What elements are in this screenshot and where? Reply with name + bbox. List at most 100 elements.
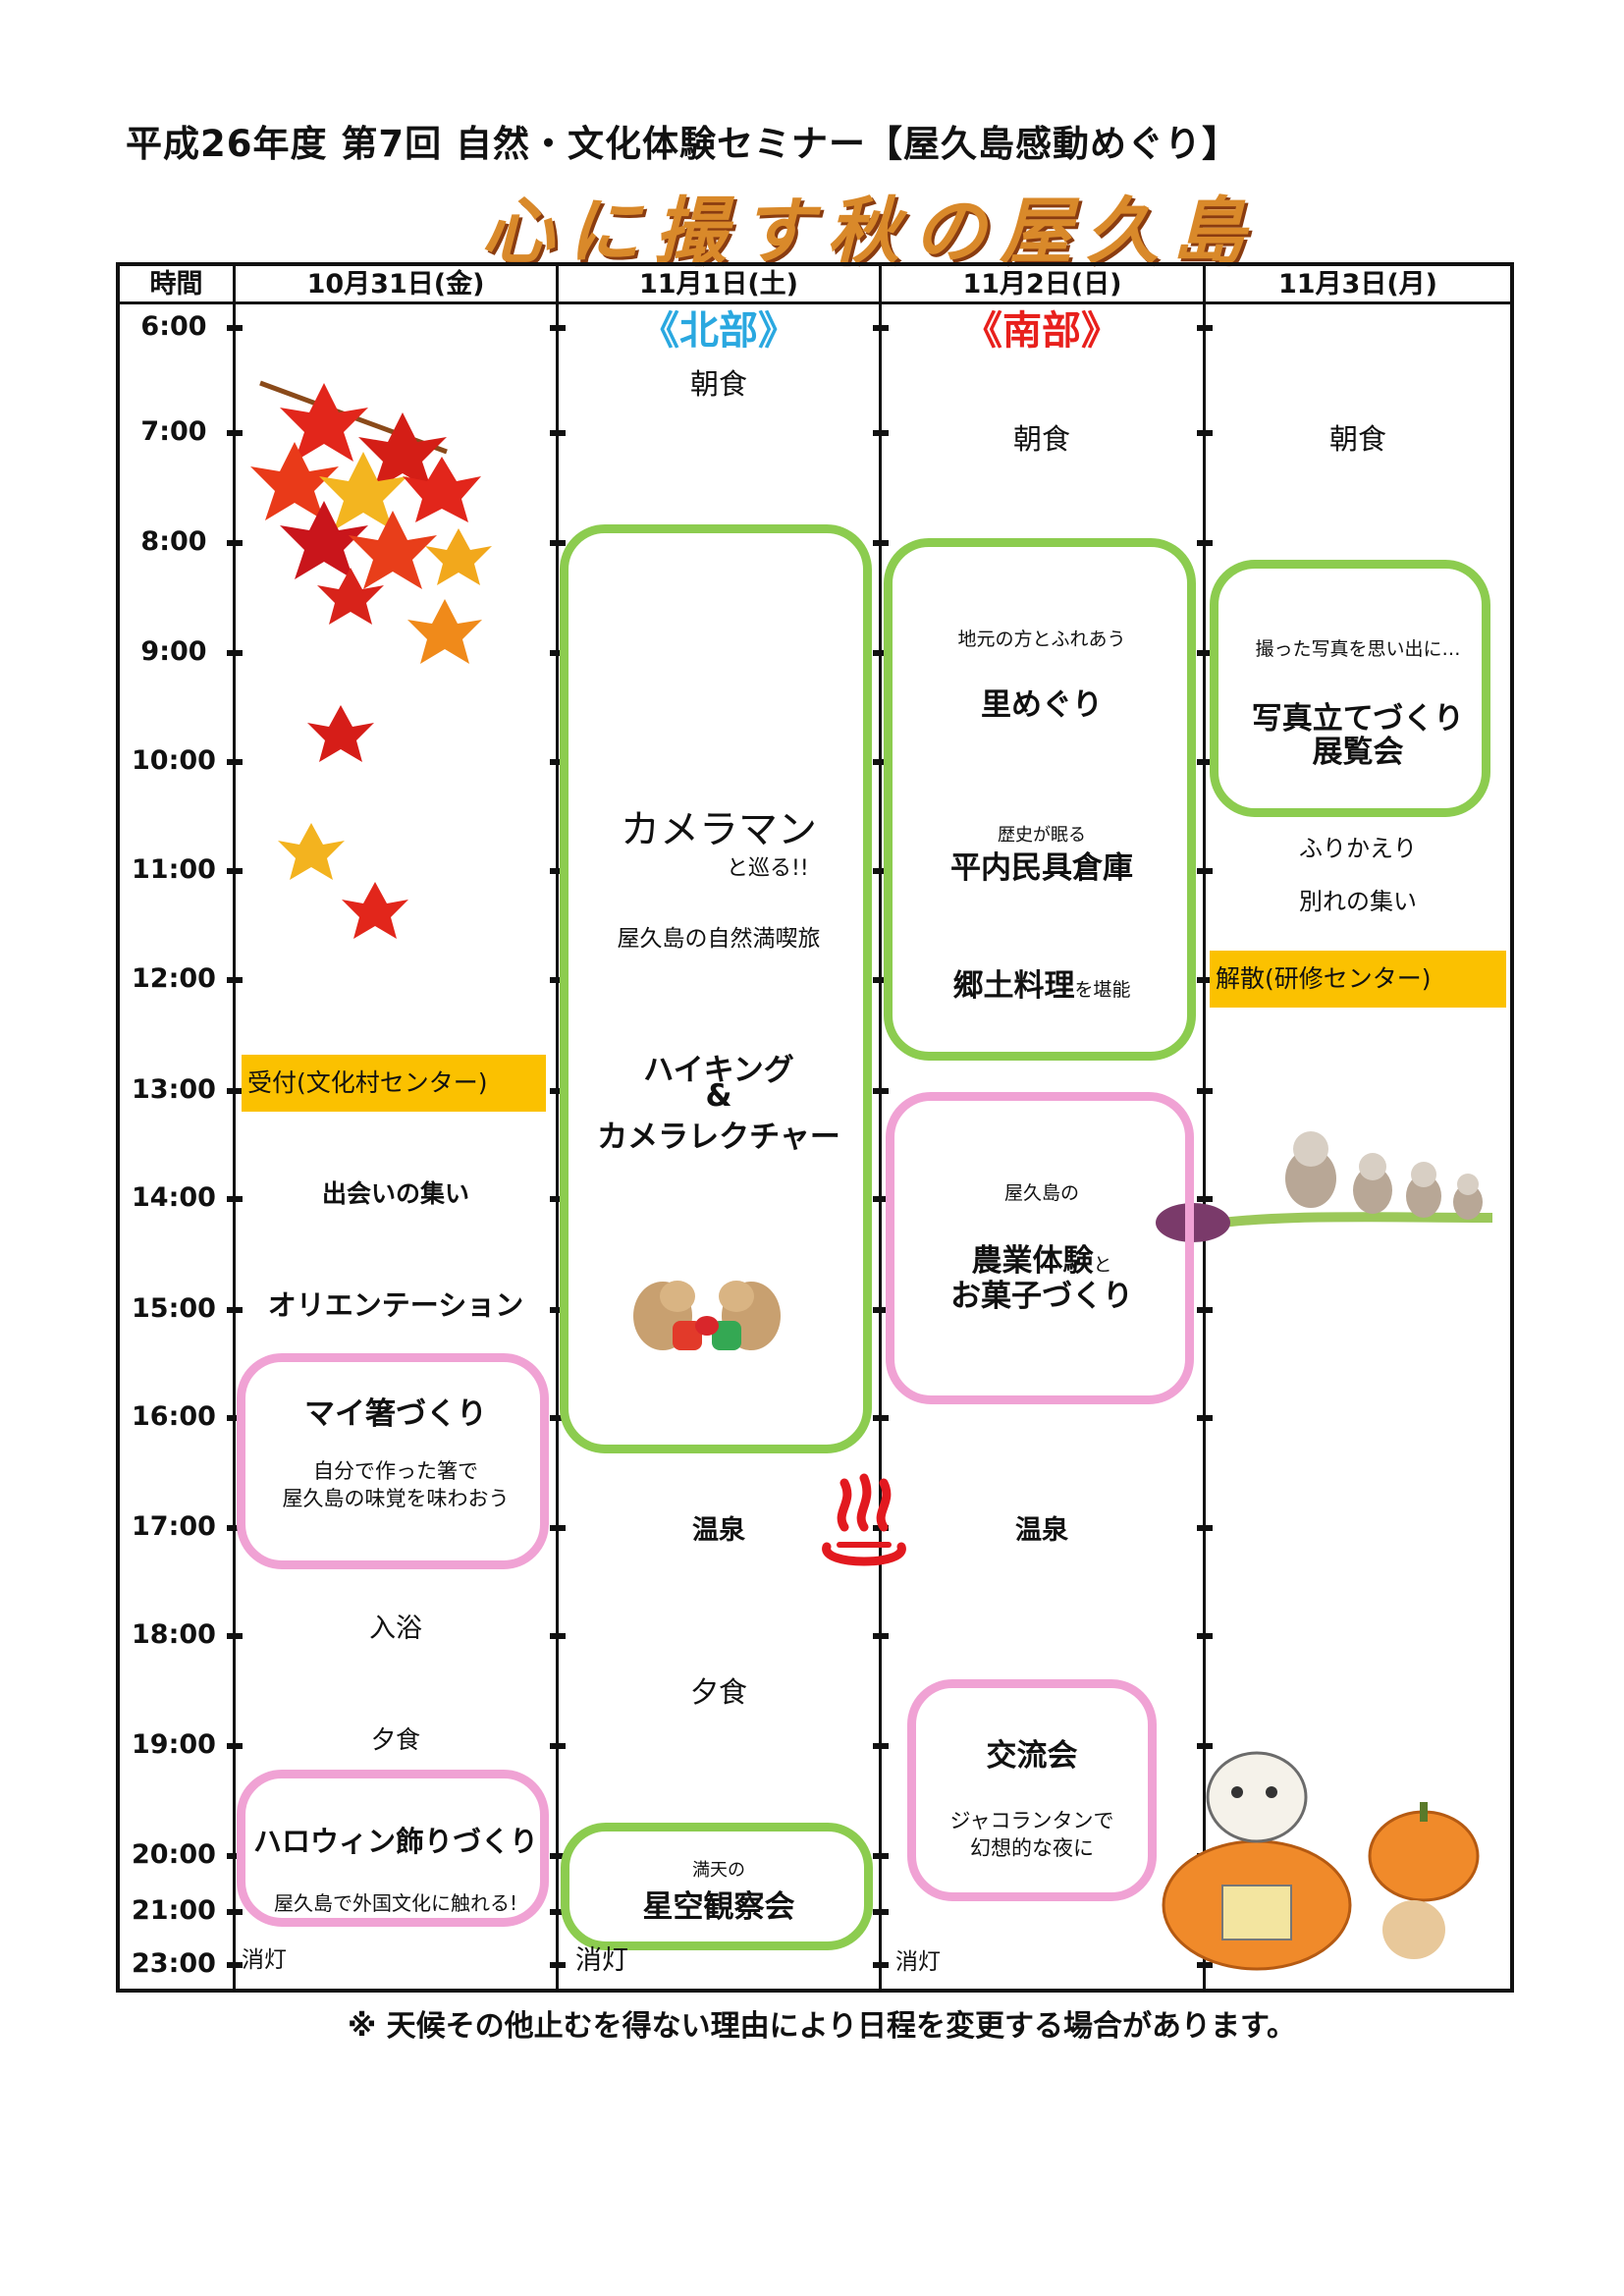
hour-tick [550,868,566,874]
photo-frame-title: 写真立てづくり [1251,701,1465,737]
hour-tick [550,540,566,546]
hour-tick [1197,1743,1213,1749]
lights-out: 消灯 [895,1949,941,1975]
dinner-event: 夕食 [370,1725,420,1754]
hour-tick [550,650,566,656]
hot-spring-icon [822,1473,906,1566]
hour-tick [227,1307,243,1313]
hour-tick [873,759,889,765]
hour-tick [227,1633,243,1639]
chopsticks-desc: 自分で作った箸で [313,1459,478,1483]
onsen-event: 温泉 [1015,1515,1068,1546]
exchange-party-box [907,1679,1157,1901]
halloween-event-box [237,1770,549,1927]
col-divider [1203,266,1206,1989]
party-desc: 幻想的な夜に [970,1836,1094,1860]
hour-tick [550,1853,566,1859]
farm-line1: 農業体験と [882,1235,1202,1280]
halloween-desc: 屋久島で外国文化に触れる! [273,1891,518,1915]
nature-tour: 屋久島の自然満喫旅 [617,926,821,952]
time-label: 19:00 [132,1729,216,1760]
dinner-event: 夕食 [689,1675,747,1709]
time-label: 6:00 [140,311,207,342]
hour-tick [550,1743,566,1749]
pumpkin-icon [1162,1751,1480,1971]
hour-tick [227,430,243,436]
hour-tick [227,325,243,331]
photo-sub: 撮った写真を思い出に… [1255,638,1461,660]
hour-tick [550,759,566,765]
time-label: 21:00 [132,1895,216,1926]
hour-tick [1197,1525,1213,1531]
camera-lecture: カメラレクチャー [597,1120,840,1155]
cameraman-title: カメラマン [621,807,817,852]
col-header-time: 時間 [149,269,203,300]
hour-tick [873,650,889,656]
time-label: 23:00 [132,1948,216,1979]
south-region-label: 《南部》 [963,308,1120,354]
hour-tick [873,1962,889,1968]
hour-tick [227,540,243,546]
col-header-day3: 11月2日(日) [962,269,1122,300]
time-label: 16:00 [132,1401,216,1432]
village-tour-box [884,538,1196,1061]
cat-pumpkin-illustration [1162,1751,1480,1971]
col-header-day2: 11月1日(土) [638,269,799,300]
hour-tick [873,1633,889,1639]
local-food-title: 郷土料理 [952,968,1075,1004]
cameraman-sub: と巡る!! [727,856,809,881]
breakfast-event: 朝食 [1328,422,1386,456]
col-header-day4: 11月3日(月) [1277,269,1438,300]
dismissal-highlight: 解散(研修センター) [1210,951,1506,1008]
time-label: 18:00 [132,1619,216,1650]
hour-tick [227,1909,243,1915]
meet-event: 出会いの集い [321,1179,469,1208]
hour-tick [1197,1962,1213,1968]
time-label: 8:00 [140,526,207,557]
local-food: 郷土料理を堪能 [882,960,1202,1005]
time-label: 7:00 [140,416,207,447]
local-food-sub: を堪能 [1074,979,1131,1001]
hour-tick [1197,759,1213,765]
hour-tick [873,1196,889,1202]
hour-tick [227,977,243,983]
warehouse-title: 平内民具倉庫 [950,850,1133,886]
hour-tick [227,1962,243,1968]
hour-tick [227,1415,243,1421]
hour-tick [550,1196,566,1202]
hour-tick [873,1088,889,1094]
hour-tick [1197,540,1213,546]
col-divider [879,266,882,1989]
warehouse-sub: 歴史が眠る [998,825,1086,846]
hour-tick [550,977,566,983]
time-label: 12:00 [132,963,216,994]
hour-tick [1197,430,1213,436]
farm-title: 農業体験 [971,1243,1094,1279]
onsen-event: 温泉 [692,1515,745,1546]
farm-sub: 屋久島の [1003,1182,1079,1204]
footer-note: ※ 天候その他止むを得ない理由により日程を変更する場合があります。 [348,2009,1297,2044]
hot-spring-illustration [822,1473,906,1566]
time-label: 15:00 [132,1293,216,1324]
hour-tick [550,430,566,436]
hour-tick [873,1853,889,1859]
hiking-event-box [560,524,872,1453]
hour-tick [873,868,889,874]
hour-tick [1197,1415,1213,1421]
reception-highlight: 受付(文化村センター) [242,1055,546,1112]
hour-tick [227,1743,243,1749]
main-title: 心に撮す秋の屋久島 [481,190,1259,274]
orientation-event: オリエンテーション [267,1288,524,1322]
hour-tick [1197,1088,1213,1094]
village-sub: 地元の方とふれあう [957,629,1126,650]
schedule-table [116,262,1514,1993]
stargazing-title: 星空観察会 [642,1889,795,1925]
farm-event-box [886,1092,1194,1404]
halloween-title: ハロウィン飾りづくり [252,1825,538,1858]
hour-tick [1197,868,1213,874]
hour-tick [1197,650,1213,656]
stargazing-event-box [561,1823,873,1950]
farm-title-sub: と [1093,1254,1112,1276]
hour-tick [873,1415,889,1421]
hour-tick [1197,325,1213,331]
